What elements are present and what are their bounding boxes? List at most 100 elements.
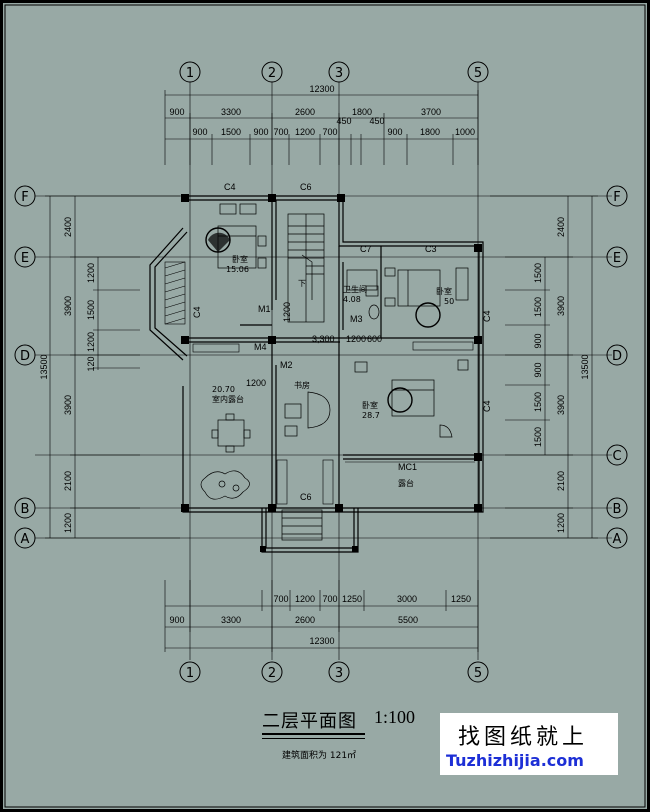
bedroom-nw-rug: [208, 232, 230, 252]
dim-right-detail: 1500: [533, 297, 543, 317]
left-dimension-lines: [45, 195, 180, 539]
sheet-border: [4, 4, 646, 808]
label-window-c4-right2: C4: [482, 400, 492, 412]
axis-label-E-right: E: [613, 251, 621, 266]
dim-right-detail: 900: [533, 333, 543, 348]
label-window-c4-right: C4: [482, 310, 492, 322]
window-symbols: [210, 195, 484, 463]
room-area-bedroom-ne: 50: [444, 297, 454, 306]
dim-top-detail: 1500: [221, 127, 241, 137]
label-window-c4-top: C4: [224, 182, 236, 192]
room-area-bedroom-nw: 15.06: [226, 265, 249, 274]
dim-bottom-detail: 1250: [342, 594, 362, 604]
label-door-m4: M4: [254, 342, 267, 352]
dim-left-detail: 1500: [86, 300, 96, 320]
sheet-background: [3, 3, 647, 809]
top-dimension-lines: [164, 90, 479, 165]
axis-markers-right: F E D C B A: [606, 185, 628, 549]
axis-label-D-right: D: [612, 349, 622, 364]
room-label-study: 书房: [294, 380, 310, 390]
title-block: 二层平面图 1:100: [262, 707, 432, 739]
axis-label-3-top: 3: [335, 66, 343, 81]
room-area-terrace: 20.70: [212, 385, 235, 394]
axis-label-A-right: A: [613, 532, 622, 547]
watermark: 找图纸就上 Tuzhizhijia.com: [440, 713, 618, 775]
dim-right-detail: 1500: [533, 263, 543, 283]
axis-label-B-right: B: [613, 502, 622, 517]
dim-top-detail: 450: [369, 116, 384, 126]
dim-bottom-main: 2600: [295, 615, 315, 625]
dim-top-main: 3700: [421, 107, 441, 117]
axis-label-E-left: E: [21, 251, 29, 266]
axis-label-2-bottom: 2: [268, 666, 276, 681]
dim-bottom-detail: 1250: [451, 594, 471, 604]
dim-bottom-detail: 700: [322, 594, 337, 604]
label-window-c6-top: C6: [300, 182, 312, 192]
dim-bottom-main: 5500: [398, 615, 418, 625]
dim-left-detail: 1200: [86, 332, 96, 352]
room-labels: 卧室 15.06 卫生间 4.08 卧室 50 卧室 28.7 20.70 室内…: [212, 254, 454, 488]
dim-top-detail: 900: [253, 127, 268, 137]
interior-dimensions: 3,300 1200 600 1200 1200: [246, 302, 382, 388]
room-label-bedroom-se: 卧室: [362, 400, 378, 410]
axis-label-B-left: B: [21, 502, 30, 517]
top-dimensions-text: 12300 900 3300 2600 1800 3700 900 1500 9…: [169, 84, 475, 137]
axis-label-2-top: 2: [268, 66, 276, 81]
bedroom-se-bed: [354, 359, 469, 438]
right-dimensions-text: 13500 2400 3900 3900 2100 1200 1500 1500…: [533, 217, 590, 533]
dim-top-detail: 700: [322, 127, 337, 137]
axis-markers-bottom: 1 2 3 5: [179, 661, 489, 683]
label-window-c4-left: C4: [192, 306, 202, 318]
dim-left-main: 3900: [63, 296, 73, 316]
stair-down-label: 下: [298, 279, 306, 288]
terrace-furniture: [200, 413, 251, 500]
dim-right-total: 13500: [580, 354, 590, 379]
porch-steps: [281, 509, 323, 541]
watermark-text-cn: 找图纸就上: [458, 725, 589, 750]
study-furniture: [284, 391, 331, 437]
dim-left-main: 2100: [63, 471, 73, 491]
room-label-balcony: 露台: [398, 478, 414, 488]
dim-bottom-total: 12300: [309, 636, 334, 646]
axis-markers-left: F E D B A: [14, 185, 36, 549]
label-window-c6-bottom: C6: [300, 492, 312, 502]
axis-label-F-left: F: [21, 190, 28, 205]
label-door-m3: M3: [350, 314, 363, 324]
dim-top-total: 12300: [309, 84, 334, 94]
axis-label-F-right: F: [613, 190, 620, 205]
dim-right-main: 3900: [556, 296, 566, 316]
dim-right-main: 3900: [556, 395, 566, 415]
dim-top-main: 900: [169, 107, 184, 117]
stair: [287, 213, 325, 323]
bathroom-fixtures: [346, 269, 380, 320]
axis-label-5-top: 5: [474, 66, 482, 81]
room-area-bedroom-se: 28.7: [362, 411, 380, 420]
label-door-m2: M2: [280, 360, 293, 370]
dim-interior: 600: [367, 334, 382, 344]
axis-label-3-bottom: 3: [335, 666, 343, 681]
wardrobes: [192, 341, 474, 505]
dim-bottom-detail: 1200: [295, 594, 315, 604]
dim-top-detail: 900: [387, 127, 402, 137]
axis-label-C-right: C: [612, 449, 621, 464]
dim-top-main: 2600: [295, 107, 315, 117]
dim-bottom-detail: 700: [273, 594, 288, 604]
dim-right-detail: 900: [533, 362, 543, 377]
plan-scale: 1:100: [374, 707, 416, 727]
columns: [181, 194, 482, 552]
label-door-m1: M1: [258, 304, 271, 314]
dim-interior: 1200: [346, 334, 366, 344]
dim-top-detail: 900: [192, 127, 207, 137]
dim-interior: 1200: [282, 302, 292, 322]
bay-window-hatch: [164, 261, 186, 325]
dim-left-main: 3900: [63, 395, 73, 415]
room-label-bedroom-nw: 卧室: [232, 254, 248, 264]
dim-top-detail: 450: [336, 116, 351, 126]
room-label-terrace: 室内露台: [212, 394, 244, 404]
dim-top-detail: 1200: [295, 127, 315, 137]
room-area-bath: 4.08: [343, 295, 361, 304]
dim-interior: 1200: [246, 378, 266, 388]
label-window-c7: C7: [360, 244, 372, 254]
